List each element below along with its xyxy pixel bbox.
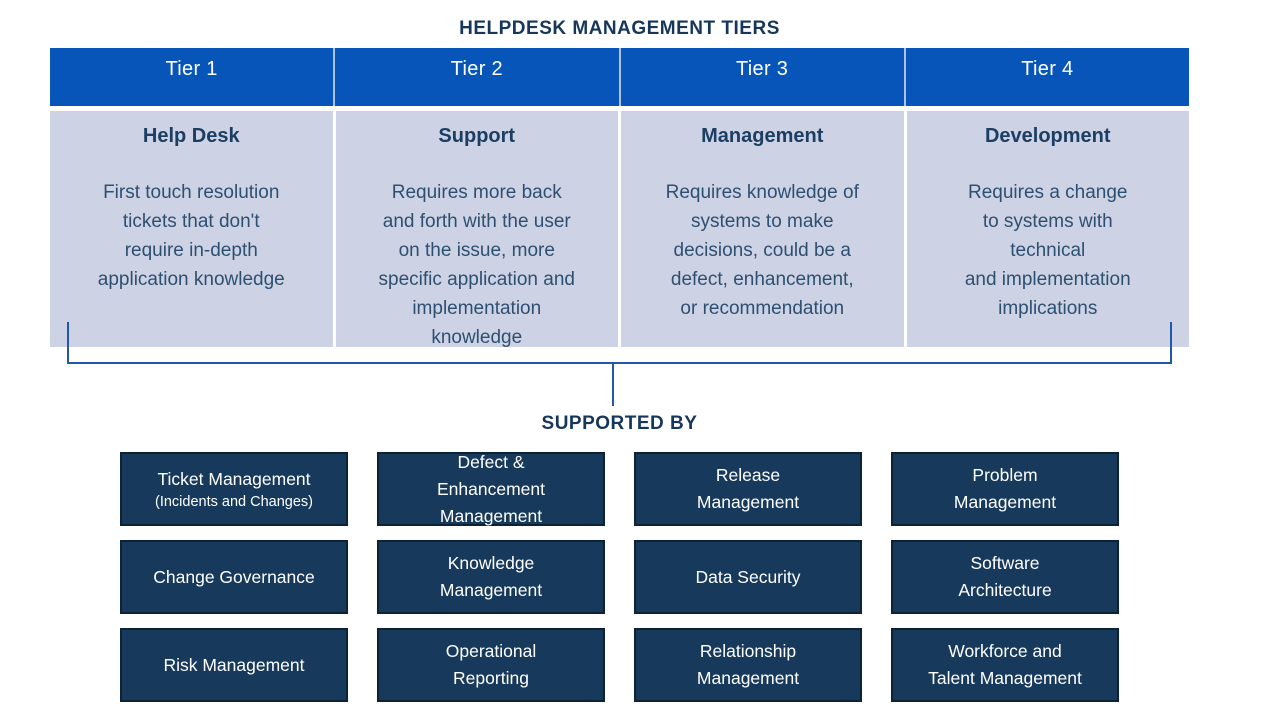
tier-2-heading: Support <box>438 125 516 147</box>
supported-box-knowledge-management: Knowledge Management <box>377 540 605 614</box>
supported-box-relationship-management: Relationship Management <box>634 628 862 702</box>
tier-3-heading: Management <box>701 125 824 147</box>
supported-box-label: Workforce and Talent Management <box>928 641 1082 688</box>
connector-line-right <box>1170 322 1172 363</box>
tier-2-body: Support Requires more back and forth wit… <box>335 111 618 348</box>
connector-line-middle-drop <box>612 362 614 406</box>
supported-box-label: Operational Reporting <box>445 641 537 688</box>
tier-4-body: Development Requires a change to systems… <box>906 111 1189 347</box>
supported-grid: Ticket Management (Incidents and Changes… <box>120 452 1120 702</box>
supported-box-label: Software Architecture <box>958 553 1052 600</box>
tier-3-description: Requires knowledge of systems to make de… <box>665 182 859 319</box>
supported-box-label: Risk Management <box>163 654 305 675</box>
supported-box-operational-reporting: Operational Reporting <box>377 628 605 702</box>
tier-body-row: Help Desk First touch resolution tickets… <box>50 111 1189 348</box>
supported-box-workforce-talent-management: Workforce and Talent Management <box>891 628 1119 702</box>
supported-box-sublabel: (Incidents and Changes) <box>155 494 313 510</box>
supported-box-label: Ticket Management <box>157 469 311 489</box>
tier-2-description: Requires more back and forth with the us… <box>378 182 575 348</box>
tier-4-heading: Development <box>984 125 1111 147</box>
supported-box-defect-enhancement-management: Defect & Enhancement Management <box>377 452 605 526</box>
supported-box-label: Knowledge Management <box>439 553 543 600</box>
supported-box-label: Data Security <box>695 566 801 587</box>
supported-box-data-security: Data Security <box>634 540 862 614</box>
supported-by-title: SUPPORTED BY <box>541 413 698 434</box>
supported-box-label: Release Management <box>696 465 800 512</box>
tier-1-heading: Help Desk <box>142 125 240 147</box>
supported-box-change-governance: Change Governance <box>120 540 348 614</box>
supported-box-label: Relationship Management <box>696 641 800 688</box>
page-title: HELPDESK MANAGEMENT TIERS <box>459 18 780 39</box>
connector-line-horizontal <box>67 362 1172 364</box>
tier-header-row: Tier 1 Tier 2 Tier 3 Tier 4 <box>50 48 1189 106</box>
supported-box-label: Change Governance <box>153 566 315 587</box>
supported-box-software-architecture: Software Architecture <box>891 540 1119 614</box>
tier-2-header: Tier 2 <box>335 48 619 106</box>
tier-1-description: First touch resolution tickets that don'… <box>97 182 285 290</box>
tier-1-header: Tier 1 <box>50 48 334 106</box>
supported-box-label: Problem Management <box>953 465 1057 512</box>
tier-4-description: Requires a change to systems with techni… <box>964 182 1131 319</box>
connector-line-left <box>67 322 69 363</box>
supported-box-release-management: Release Management <box>634 452 862 526</box>
tier-1-body: Help Desk First touch resolution tickets… <box>50 111 333 347</box>
tier-3-body: Management Requires knowledge of systems… <box>621 111 904 347</box>
supported-box-problem-management: Problem Management <box>891 452 1119 526</box>
supported-box-label: Defect & Enhancement Management <box>437 451 545 526</box>
tier-3-header: Tier 3 <box>620 48 904 106</box>
supported-box-ticket-management: Ticket Management (Incidents and Changes… <box>120 452 348 526</box>
supported-box-risk-management: Risk Management <box>120 628 348 702</box>
tier-4-header: Tier 4 <box>905 48 1189 106</box>
